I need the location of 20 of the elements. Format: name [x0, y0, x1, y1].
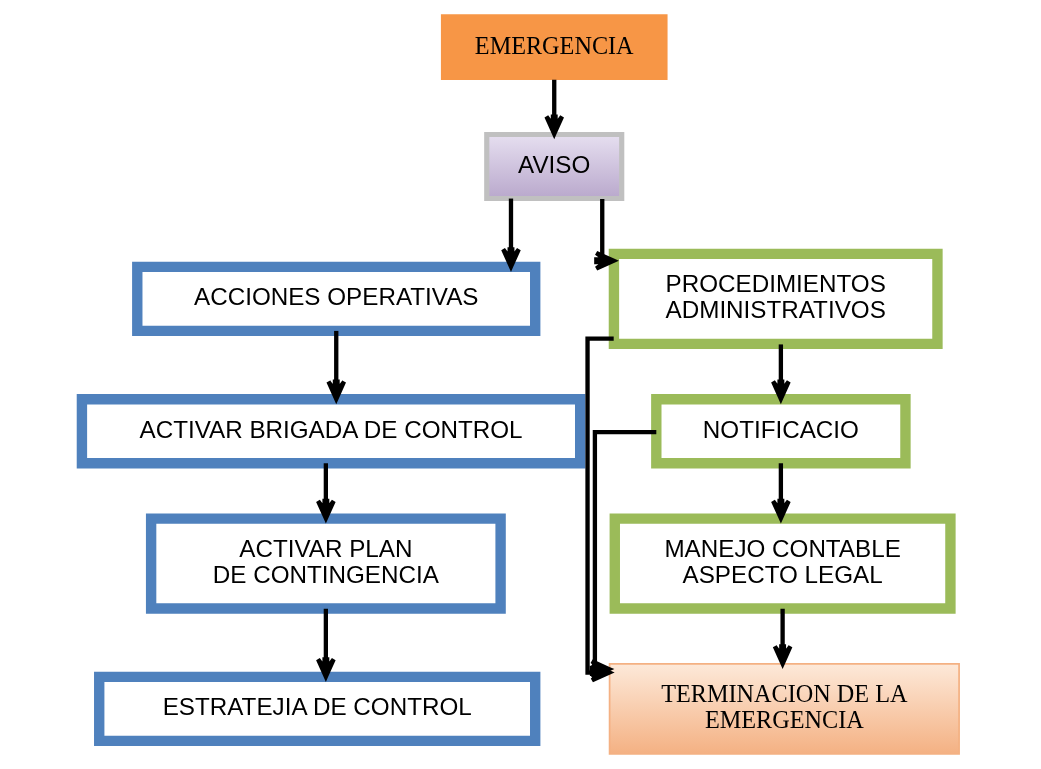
arrow — [315, 463, 336, 521]
arrow — [501, 198, 521, 269]
arrow — [315, 608, 336, 679]
node-box: ACTIVAR PLAN DE CONTINGENCIA — [145, 513, 506, 614]
node-box: ACCIONES OPERATIVAS — [132, 261, 541, 337]
arrow — [770, 463, 791, 521]
node-box: ESTRATEJIA DE CONTROL — [94, 671, 541, 747]
arrow — [772, 608, 793, 666]
arrow — [589, 429, 657, 680]
arrow — [770, 344, 791, 402]
node-box: AVISO — [484, 131, 625, 202]
arrow — [544, 79, 565, 137]
arrow — [326, 330, 347, 402]
node-box: ACTIVAR BRIGADA DE CONTROL — [76, 394, 586, 469]
node-box: EMERGENCIA — [440, 14, 668, 80]
node-box: NOTIFICACIO — [651, 394, 911, 469]
node-box: MANEJO CONTABLE ASPECTO LEGAL — [609, 513, 956, 614]
node-box: TERMINACION DE LA EMERGENCIA — [608, 663, 960, 755]
node-box: PROCEDIMIENTOS ADMINISTRATIVOS — [608, 248, 943, 350]
arrow — [594, 198, 616, 271]
